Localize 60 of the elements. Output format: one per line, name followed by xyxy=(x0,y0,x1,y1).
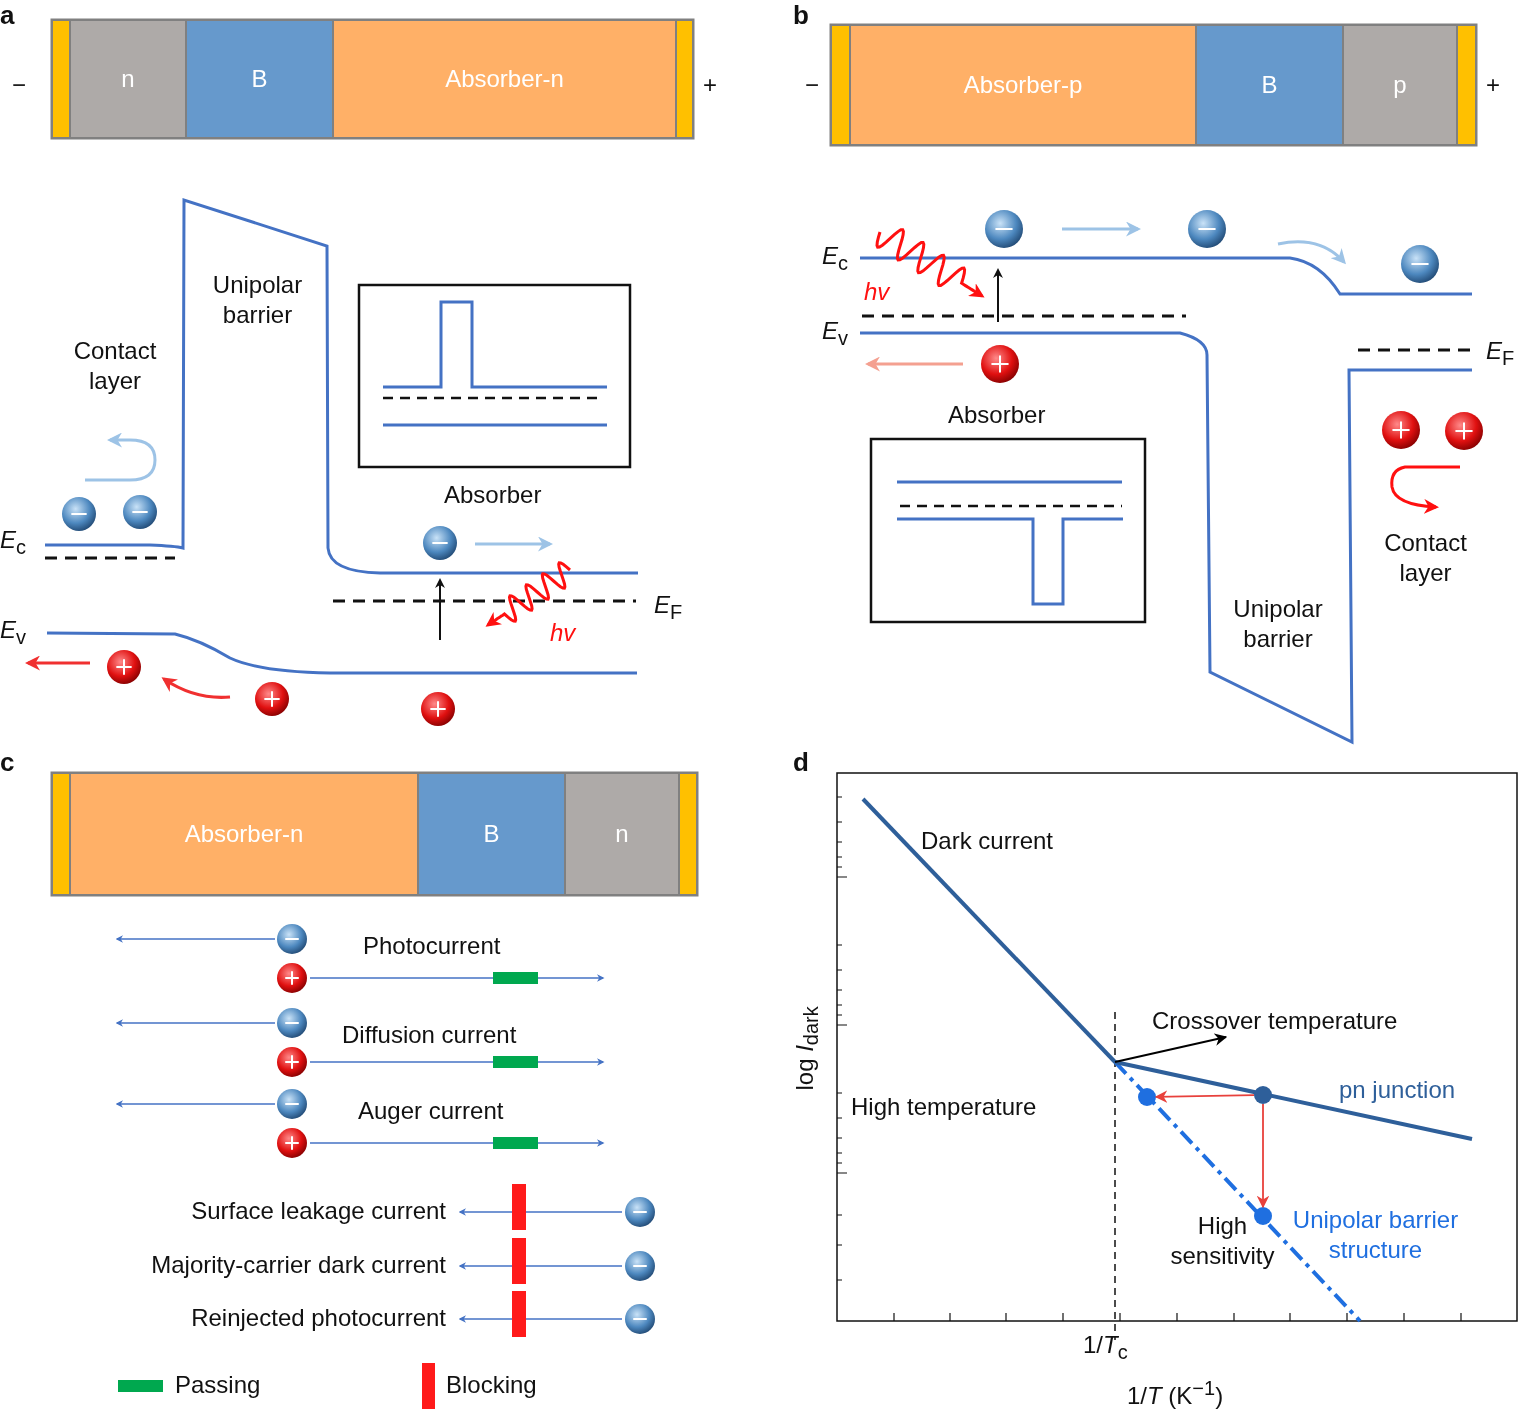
legend-label: Blocking xyxy=(446,1370,537,1400)
text-label: E$_{v}$ xyxy=(0,615,26,650)
text-label: 1/T (K$^{−1}$) xyxy=(1127,1376,1224,1409)
contact-bar xyxy=(52,20,70,138)
contact-bar xyxy=(676,20,693,138)
text-label: pn junction xyxy=(1339,1075,1456,1105)
text-label: Diffusion current xyxy=(342,1020,517,1050)
text-label: − xyxy=(805,70,819,100)
text-label: Contact layer xyxy=(1383,528,1468,588)
text-label: 1/T$_{c}$ xyxy=(1083,1330,1128,1365)
text-label: High sensitivity xyxy=(1169,1211,1276,1271)
arrow xyxy=(1256,1103,1270,1209)
text-label: Unipolar barrier xyxy=(211,270,304,330)
text-label: Photocurrent xyxy=(363,931,501,961)
text-label: Majority-carrier dark current xyxy=(150,1250,446,1280)
text-label: Absorber xyxy=(444,480,542,510)
layer-box: Absorber-n xyxy=(70,773,418,895)
text-label: + xyxy=(703,70,717,100)
text-label: E$_{c}$ xyxy=(0,525,26,560)
contact-bar xyxy=(1457,25,1476,145)
text-label: Contact layer xyxy=(72,336,158,396)
text-label: Unipolar barrier structure xyxy=(1291,1205,1460,1265)
contact-bar xyxy=(831,25,850,145)
text-label: Absorber xyxy=(948,400,1046,430)
contact-bar xyxy=(679,773,697,895)
panel-letter: d xyxy=(793,747,809,777)
text-label: − xyxy=(12,70,26,100)
text-label: E$_{F}$ xyxy=(1486,336,1515,371)
panel-letter: c xyxy=(0,747,15,777)
text-label: hv xyxy=(550,618,576,648)
data-point xyxy=(1254,1086,1272,1104)
text-label: hv xyxy=(864,277,890,307)
text-label: E$_{c}$ xyxy=(822,241,848,276)
text-label: Surface leakage current xyxy=(190,1196,446,1226)
text-label: E$_{v}$ xyxy=(822,316,848,351)
text-label: Dark current xyxy=(921,826,1054,856)
panel-letter: b xyxy=(793,0,809,30)
text-label: High temperature xyxy=(851,1092,1037,1122)
text-label: + xyxy=(1486,70,1500,100)
arrow xyxy=(1114,1033,1228,1063)
text-label: Reinjected photocurrent xyxy=(190,1303,446,1333)
arrow xyxy=(1154,1090,1255,1103)
layer-box: B xyxy=(418,773,565,895)
text-label: E$_{F}$ xyxy=(654,590,683,625)
panel-letter: a xyxy=(0,0,15,30)
layer-box: n xyxy=(565,773,679,895)
data-point xyxy=(1254,1207,1272,1225)
layer-box: B xyxy=(1196,25,1343,145)
layer-box: B xyxy=(186,20,333,138)
dark-current-curve xyxy=(861,797,1117,1064)
layer-box: n xyxy=(70,20,186,138)
text-label: Unipolar barrier xyxy=(1232,594,1324,654)
legend-label: Passing xyxy=(175,1370,261,1400)
layer-box: p xyxy=(1343,25,1457,145)
data-point xyxy=(1138,1088,1156,1106)
layer-box: Absorber-n xyxy=(333,20,676,138)
annotation-text: Crossover temperature xyxy=(1152,1005,1442,1037)
layer-box: Absorber-p xyxy=(850,25,1196,145)
text-label: Auger current xyxy=(358,1096,504,1126)
contact-bar xyxy=(52,773,70,895)
